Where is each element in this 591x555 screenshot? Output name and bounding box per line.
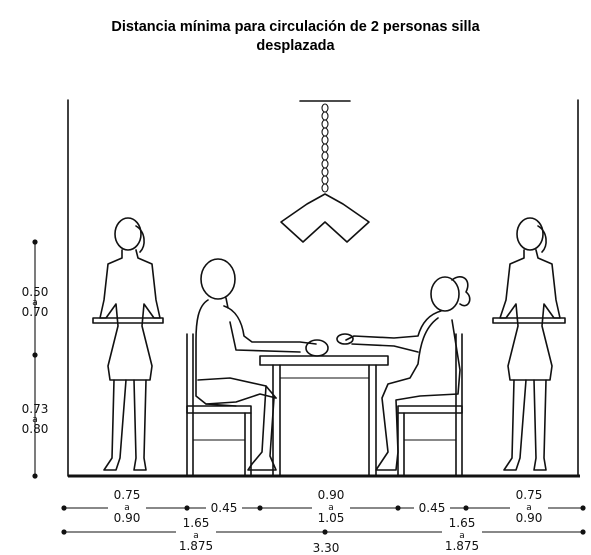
row1-seg3-max: 1.05	[318, 511, 345, 525]
lower-min-label: 0.73	[22, 402, 49, 416]
row1-seg5-max: 0.90	[516, 511, 543, 525]
right-waitress-head	[516, 217, 544, 251]
row1-seg3-sep: a	[328, 503, 334, 513]
row1-seg1-sep: a	[124, 503, 130, 513]
bottom-dimension-row-1: 0.75 a 0.90 0.45 0.90 a 1.05 0.45 0.75 a…	[61, 488, 586, 525]
upper-sep-label: a	[32, 298, 38, 308]
row1-seg1-min: 0.75	[114, 488, 141, 502]
left-dimension-lower: 0.73 a 0.80	[22, 402, 49, 436]
man-head	[200, 258, 236, 300]
upper-max-label: 0.70	[22, 305, 49, 319]
row2-seg1-sep: a	[193, 531, 199, 541]
left-waitress-figure	[92, 217, 164, 471]
man-hands	[305, 339, 329, 357]
row1-seg3-min: 0.90	[318, 488, 345, 502]
row1-seg2-value: 0.45	[211, 501, 238, 515]
row2-seg2-value: 3.30	[313, 541, 340, 555]
left-waitress-tray	[92, 317, 164, 324]
row1-seg5-min: 0.75	[516, 488, 543, 502]
row1-seg4-value: 0.45	[419, 501, 446, 515]
lower-sep-label: a	[32, 415, 38, 425]
upper-min-label: 0.50	[22, 285, 49, 299]
woman-ponytail	[451, 276, 471, 307]
row1-seg1-max: 0.90	[114, 511, 141, 525]
dining-table	[259, 355, 389, 476]
row2-seg3-sep: a	[459, 531, 465, 541]
right-chair	[397, 333, 463, 477]
seated-man-figure	[195, 258, 329, 471]
row2-seg1-min: 1.65	[183, 516, 210, 530]
row2-seg3-min: 1.65	[449, 516, 476, 530]
title-line-1: Distancia mínima para circulación de 2 p…	[111, 19, 480, 35]
room-outline	[67, 99, 580, 478]
pendant-lamp	[280, 100, 370, 243]
row2-seg1-max: 1.875	[179, 539, 213, 553]
left-dimension-line	[32, 239, 38, 479]
lower-max-label: 0.80	[22, 422, 49, 436]
diagram-title: Distancia mínima para circulación de 2 p…	[0, 18, 591, 56]
row2-seg3-max: 1.875	[445, 539, 479, 553]
left-dimension-upper: 0.50 a 0.70	[22, 285, 49, 319]
left-waitress-head	[114, 217, 142, 251]
right-waitress-tray	[492, 317, 566, 324]
table-top	[259, 355, 389, 366]
lamp-chain	[321, 103, 329, 193]
lamp-shade	[280, 193, 370, 243]
title-line-2: desplazada	[256, 38, 335, 54]
seated-woman-figure	[336, 276, 471, 471]
bottom-dimension-row-2: 1.65 a 1.875 3.30 1.65 a 1.875	[61, 516, 586, 555]
woman-head	[430, 276, 460, 312]
right-waitress-figure	[492, 217, 566, 471]
row1-seg5-sep: a	[526, 503, 532, 513]
